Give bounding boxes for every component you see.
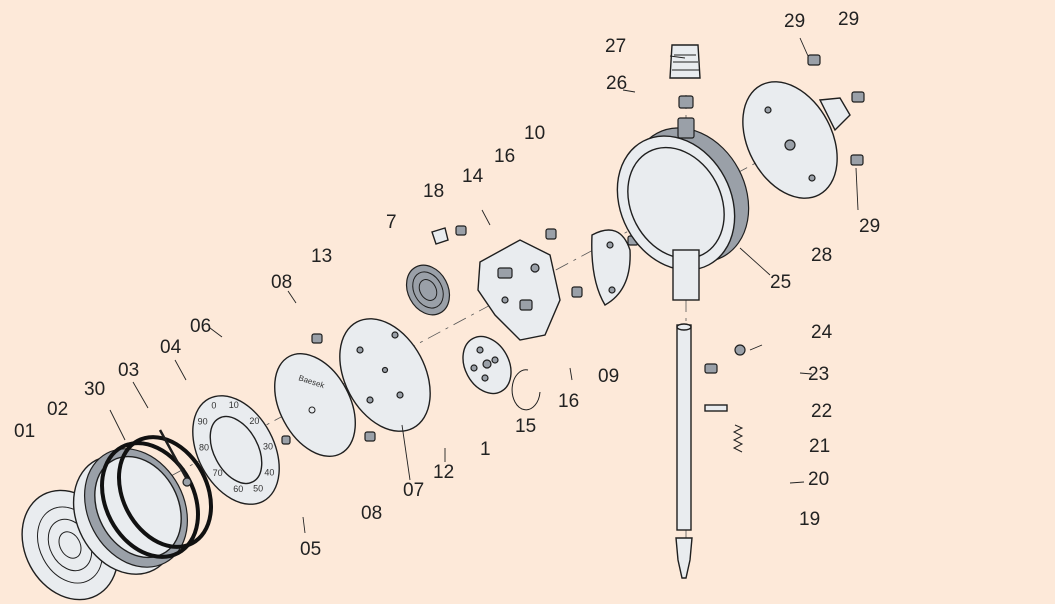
part-side-components [704, 344, 746, 453]
part-gear [462, 335, 512, 395]
dial-number: 20 [249, 416, 259, 426]
label-04: 04 [160, 337, 182, 358]
part-movement-frame [477, 239, 561, 341]
label-05: 05 [300, 539, 321, 560]
label-1: 1 [480, 439, 491, 460]
dial-number: 40 [264, 467, 274, 477]
dial-number: 10 [229, 400, 239, 410]
label-01: 01 [14, 421, 35, 442]
label-28: 28 [811, 245, 832, 266]
label-13: 13 [311, 246, 332, 267]
part-bracket [431, 225, 467, 245]
label-07: 07 [403, 480, 424, 501]
dial-number: 60 [233, 484, 243, 494]
label-03: 03 [118, 360, 139, 381]
part-movement-plate [339, 318, 431, 432]
label-29-top-right: 29 [838, 9, 859, 30]
part-pointer [158, 429, 192, 487]
dial-number: 90 [198, 417, 208, 427]
label-12: 12 [433, 462, 454, 483]
label-30: 30 [84, 379, 105, 400]
label-23: 23 [808, 364, 829, 385]
leader-lines [109, 37, 859, 534]
dial-number: 80 [199, 443, 209, 453]
label-26: 26 [606, 73, 627, 94]
label-16-bottom: 16 [558, 391, 579, 412]
part-hairspring [405, 264, 451, 316]
part-back-cover [742, 81, 851, 199]
part-circlip [511, 369, 541, 411]
label-02: 02 [47, 399, 68, 420]
label-20: 20 [808, 469, 829, 490]
label-14: 14 [462, 166, 484, 187]
part-case-body [616, 117, 750, 301]
dial-number: 70 [213, 468, 223, 478]
label-29-right: 29 [859, 216, 880, 237]
label-08-top: 08 [271, 272, 292, 293]
label-09: 09 [598, 366, 619, 387]
label-15: 15 [515, 416, 536, 437]
label-10: 10 [524, 123, 545, 144]
label-18: 18 [423, 181, 444, 202]
label-16-top: 16 [494, 146, 515, 167]
label-24: 24 [811, 322, 833, 343]
part-back-screws [807, 54, 865, 166]
part-spindle [675, 323, 693, 579]
callout-labels: 01 02 30 03 04 06 08 13 7 18 14 16 10 05… [14, 9, 880, 560]
part-screws [281, 333, 376, 445]
dial-number: 30 [263, 441, 273, 451]
label-22: 22 [811, 401, 832, 422]
label-27: 27 [605, 36, 626, 57]
label-29-top-left: 29 [784, 11, 805, 32]
part-dial-plate: Baesek [274, 353, 356, 457]
label-06: 06 [190, 316, 211, 337]
label-21: 21 [809, 436, 830, 457]
label-19: 19 [799, 509, 820, 530]
dial-number: 50 [253, 484, 263, 494]
part-back-segment [591, 229, 639, 306]
part-stem-cap [669, 44, 701, 109]
label-25: 25 [770, 272, 791, 293]
label-08-bottom: 08 [361, 503, 382, 524]
part-frame-screws [545, 228, 583, 298]
dial-number: 0 [211, 401, 216, 411]
label-7: 7 [386, 212, 397, 233]
